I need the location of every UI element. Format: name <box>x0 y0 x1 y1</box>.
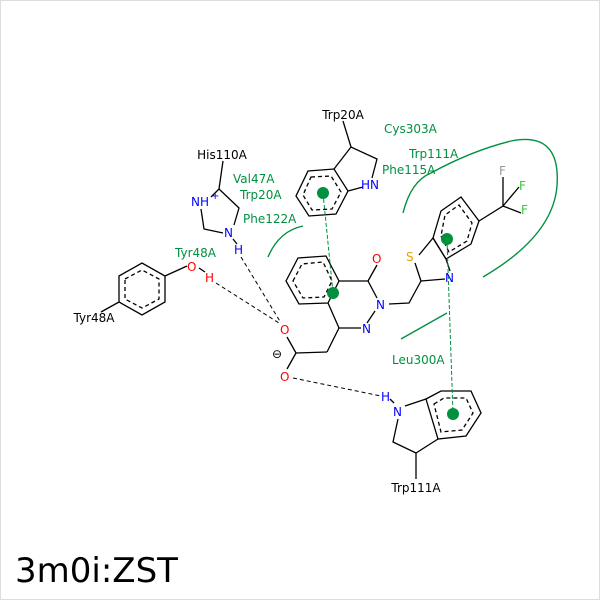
hydrophobic-contour <box>400 312 448 340</box>
atom-o: O <box>280 370 289 384</box>
charge-plus: + <box>211 191 219 202</box>
contact-label: Phe122A <box>243 212 297 226</box>
his110a-imidazole <box>200 160 240 245</box>
ligand <box>285 177 522 370</box>
atom-o: O <box>187 260 196 274</box>
atom-h: H <box>234 243 243 257</box>
atom-h: H <box>205 271 214 285</box>
ring-centroid <box>327 287 339 299</box>
contact-label: Val47A <box>233 172 275 186</box>
ring-centroid <box>317 187 329 199</box>
trp20a-indole <box>295 120 378 217</box>
label-trp111a: Trp111A <box>390 481 441 495</box>
label-tyr48a: Tyr48A <box>73 311 116 325</box>
atom-n: N <box>362 322 371 336</box>
label-his110a: His110A <box>197 148 248 162</box>
hydrophobic-contour <box>267 225 304 258</box>
contact-label: Trp20A <box>239 188 282 202</box>
ring-centroid <box>441 233 453 245</box>
atom-f: F <box>519 179 526 193</box>
diagram-title: 3m0i:ZST <box>15 551 178 591</box>
atom-o: O <box>280 323 289 337</box>
hydrophobic-contour <box>402 138 558 278</box>
trp111a-indole <box>389 390 482 479</box>
atom-n: N <box>445 271 454 285</box>
atom-s: S <box>406 250 414 264</box>
contact-label: Cys303A <box>384 122 438 136</box>
atom-nh: HN <box>361 178 379 192</box>
hbond-tyr48a <box>215 282 280 324</box>
atom-h: H <box>381 390 390 404</box>
contact-label: Trp111A <box>408 147 459 161</box>
atom-o: O <box>372 252 381 266</box>
atom-f: F <box>521 203 528 217</box>
label-trp20a: Trp20A <box>321 108 364 122</box>
contact-label: Leu300A <box>392 353 445 367</box>
atom-n: N <box>224 226 233 240</box>
tyr48a-phenol <box>100 262 206 316</box>
atom-nh-plus: NH <box>191 195 209 209</box>
charge-minus: ⊖ <box>272 347 282 361</box>
pi-stack-trp20a <box>322 192 334 294</box>
atom-n: N <box>393 405 402 419</box>
pi-stack-trp111a <box>446 238 454 415</box>
ring-centroid <box>447 408 459 420</box>
hbond-his110a <box>240 256 282 324</box>
contact-label: Tyr48A <box>174 246 217 260</box>
atom-n: N <box>376 298 385 312</box>
atom-f: F <box>499 164 506 178</box>
contact-label: Phe115A <box>382 163 436 177</box>
hbond-trp111a <box>292 377 382 397</box>
